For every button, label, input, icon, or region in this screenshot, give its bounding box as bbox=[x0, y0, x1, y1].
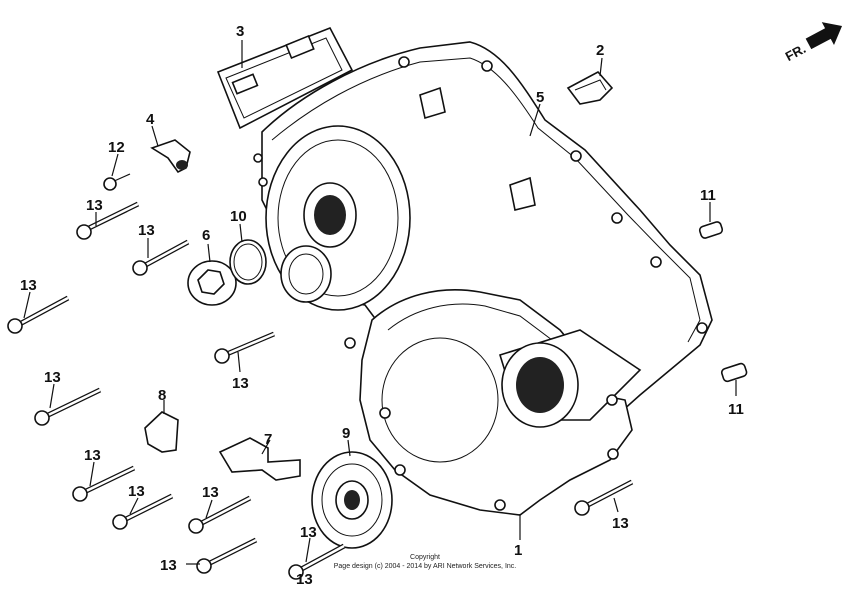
rear-case bbox=[344, 289, 642, 516]
callout-13-i: 13 bbox=[612, 515, 629, 532]
copyright-footer: Copyright Page design (c) 2004 - 2014 by… bbox=[334, 554, 517, 570]
arrow-icon bbox=[805, 22, 843, 50]
callout-6: 6 bbox=[202, 227, 210, 244]
callout-2: 2 bbox=[596, 42, 604, 59]
bolt-13-i bbox=[196, 537, 258, 574]
callout-8: 8 bbox=[158, 387, 166, 404]
callout-12: 12 bbox=[108, 139, 125, 156]
oil-seal bbox=[280, 245, 332, 303]
part-9-pulley bbox=[311, 451, 393, 549]
callout-13-k: 13 bbox=[160, 557, 177, 574]
part-2-clip bbox=[566, 70, 614, 105]
callout-13-f: 13 bbox=[84, 447, 101, 464]
callout-10: 10 bbox=[230, 208, 247, 225]
part-13-bolts bbox=[7, 201, 634, 580]
bolt-13-c bbox=[7, 295, 70, 334]
callout-1: 1 bbox=[514, 542, 522, 559]
callout-labels: 1 2 3 4 5 6 7 8 9 10 11 11 12 13 13 13 1… bbox=[20, 23, 744, 588]
part-11-dowel-upper bbox=[698, 221, 724, 239]
part-8-bracket bbox=[144, 411, 179, 453]
callout-13-j: 13 bbox=[300, 524, 317, 541]
part-11-dowel-lower bbox=[720, 362, 748, 383]
bolt-13-a bbox=[76, 201, 140, 240]
callout-11-upper: 11 bbox=[700, 187, 716, 204]
callout-9: 9 bbox=[342, 425, 350, 442]
callout-13-h: 13 bbox=[202, 484, 219, 501]
bolt-13-h bbox=[188, 495, 252, 534]
callout-13-g: 13 bbox=[128, 483, 145, 500]
bolt-13-j bbox=[288, 543, 346, 580]
part-3-plate bbox=[216, 26, 354, 130]
callout-13-c: 13 bbox=[20, 277, 37, 294]
callout-3: 3 bbox=[236, 23, 244, 40]
bolt-13-k bbox=[574, 479, 634, 516]
bolt-13-e bbox=[34, 387, 102, 426]
callout-13-b: 13 bbox=[138, 222, 155, 239]
part-6-plug bbox=[187, 260, 237, 306]
bolt-13-b bbox=[132, 239, 190, 276]
callout-11-lower: 11 bbox=[728, 401, 744, 418]
callout-5: 5 bbox=[536, 89, 544, 106]
bolt-13-g bbox=[112, 493, 174, 530]
front-direction-arrow: FR. bbox=[783, 22, 843, 64]
callout-4: 4 bbox=[146, 111, 155, 128]
part-4-clamp bbox=[150, 139, 191, 174]
callout-13-a: 13 bbox=[86, 197, 103, 214]
copyright-line-1: Copyright bbox=[410, 554, 440, 561]
callout-13-d: 13 bbox=[232, 375, 249, 392]
bolt-13-d bbox=[214, 331, 275, 364]
callout-13-e: 13 bbox=[44, 369, 61, 386]
front-direction-label: FR. bbox=[783, 41, 809, 64]
copyright-line-2: Page design (c) 2004 - 2014 by ARI Netwo… bbox=[334, 563, 517, 570]
leader-lines bbox=[23, 40, 737, 565]
part-10-o-ring bbox=[229, 239, 267, 285]
part-7-bracket bbox=[218, 437, 301, 481]
callout-13-l: 13 bbox=[296, 571, 313, 588]
part-12-bolt bbox=[103, 173, 131, 191]
bolt-13-f bbox=[72, 465, 136, 502]
callout-7: 7 bbox=[264, 431, 272, 448]
